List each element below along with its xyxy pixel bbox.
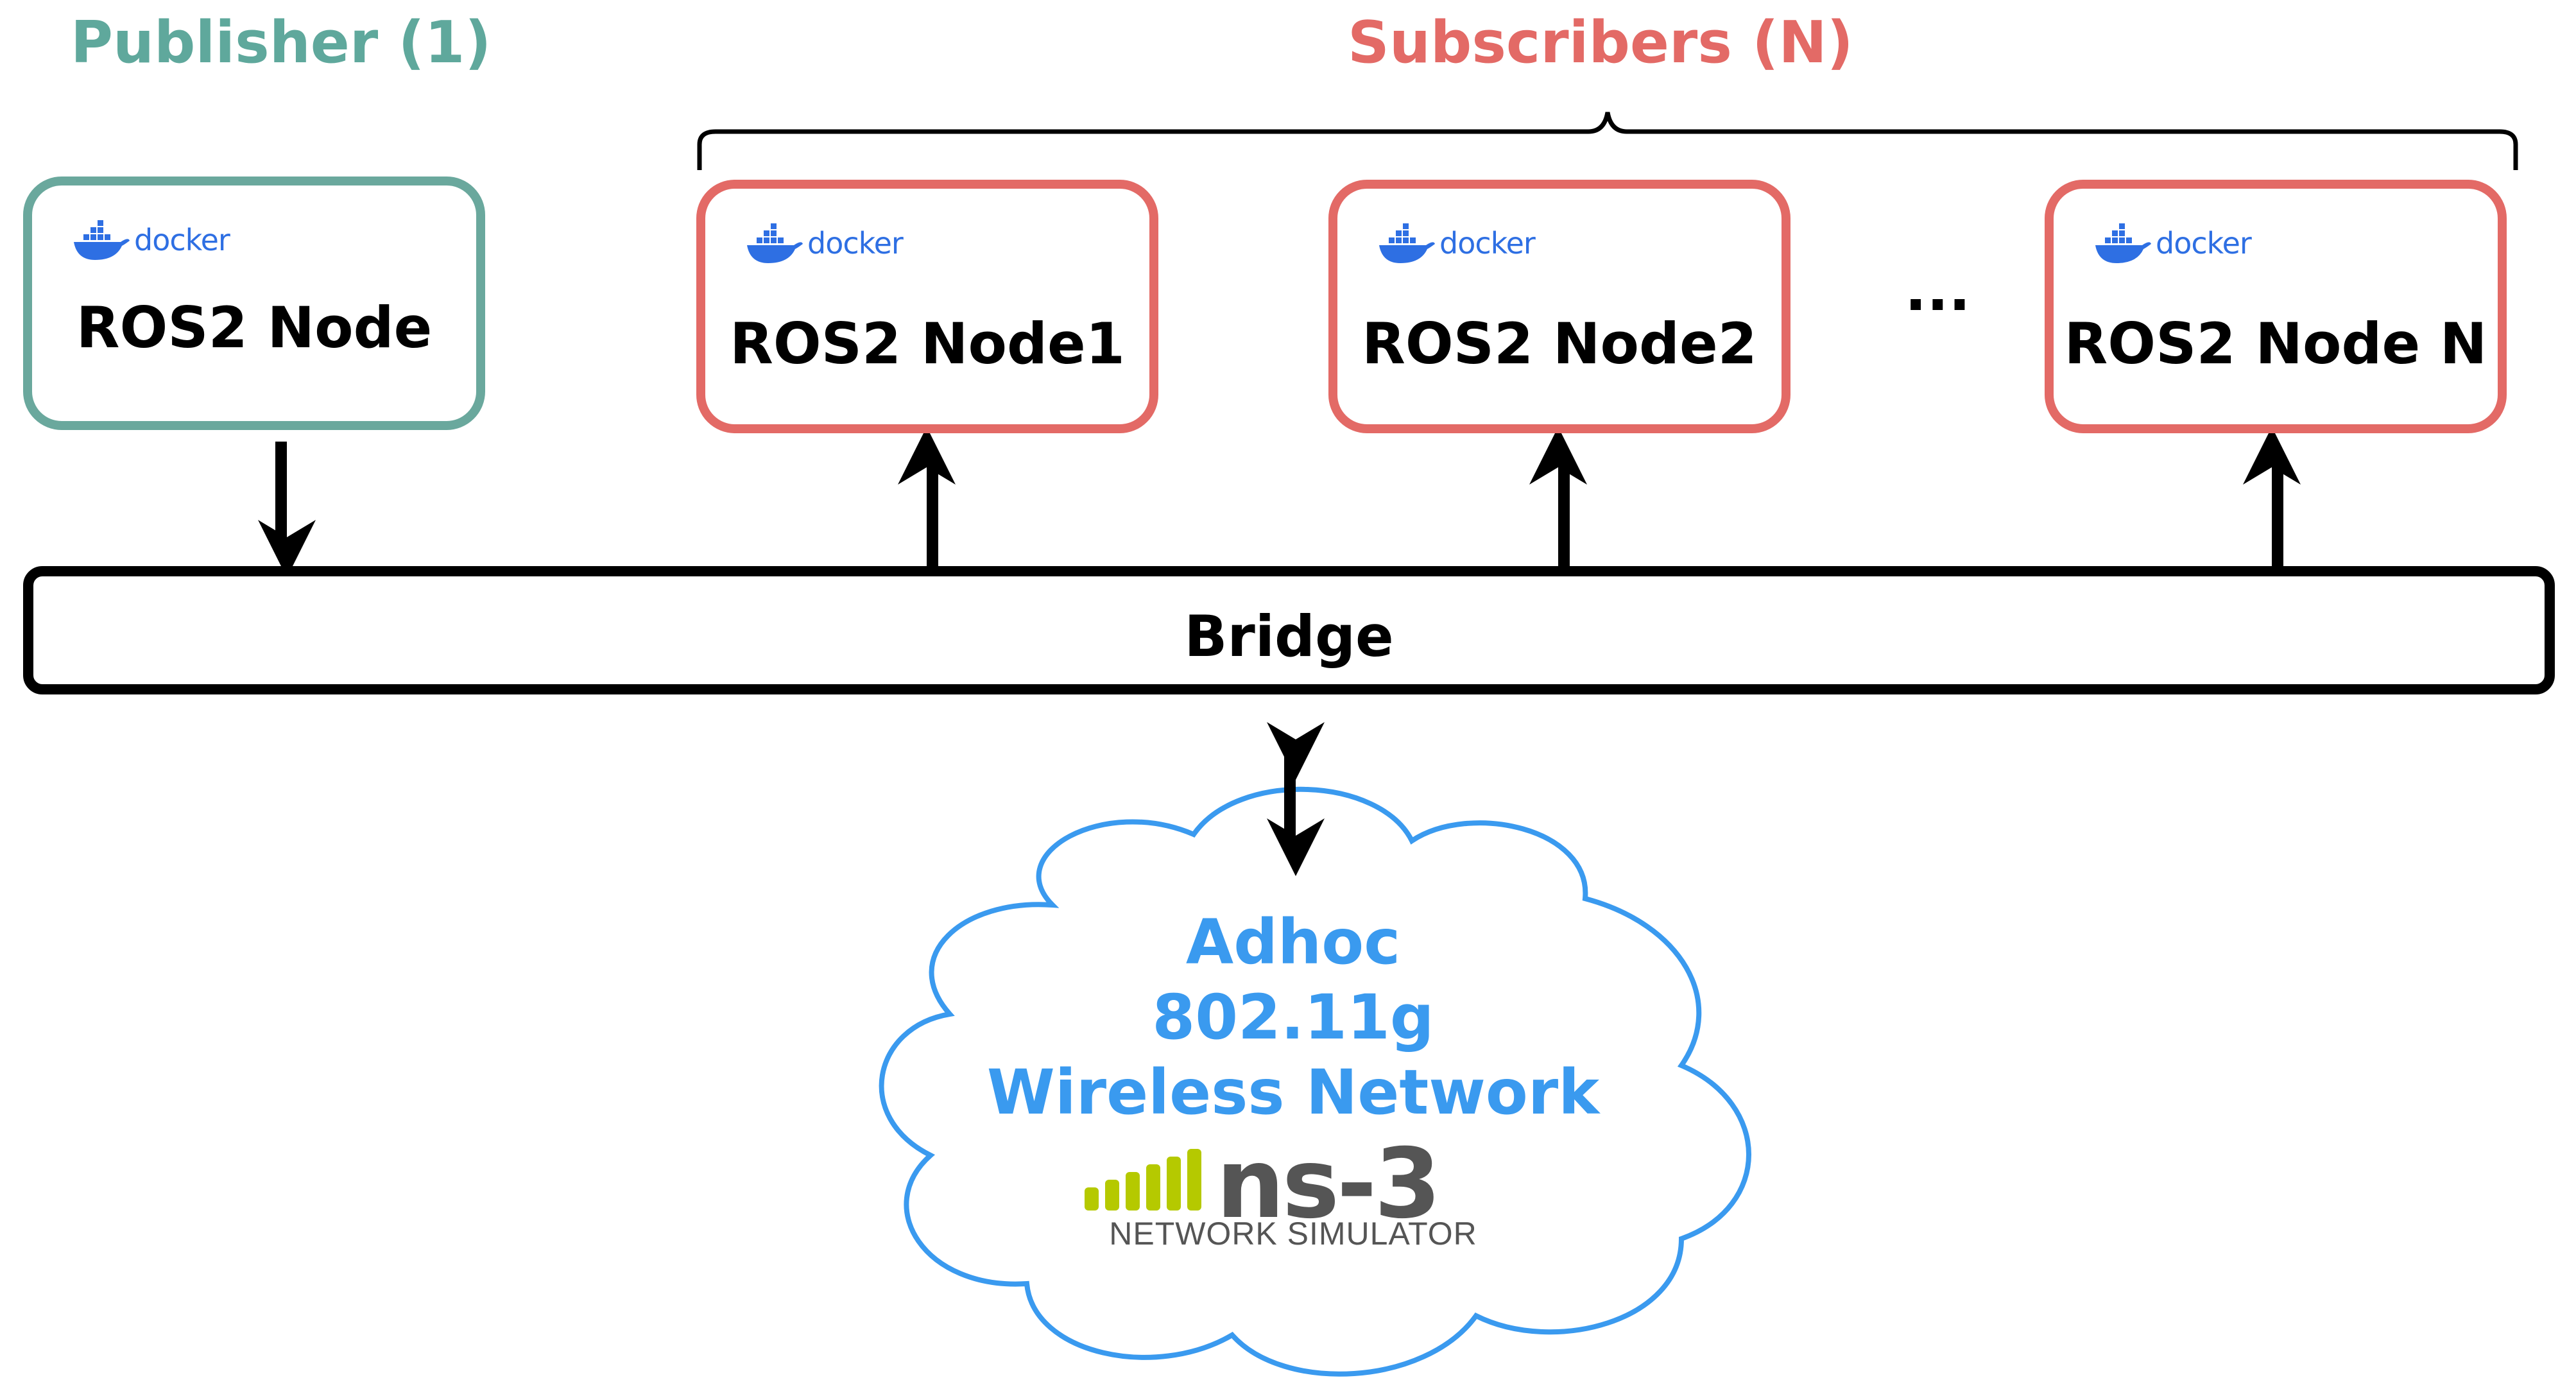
- subscriber-node-2: docker ROS2 Node2: [1328, 180, 1790, 433]
- subscribers-group-label: Subscribers (N): [1348, 9, 1853, 76]
- ns3-logo-caption: NETWORK SIMULATOR: [1109, 1216, 1477, 1252]
- docker-whale-icon: [747, 223, 803, 263]
- docker-logo: docker: [1376, 221, 1536, 266]
- subscribers-brace: [697, 112, 2518, 170]
- docker-whale-icon: [1379, 223, 1435, 263]
- bridge-box: Bridge: [23, 566, 2555, 694]
- ns3-signal-bars-icon: [1085, 1149, 1201, 1211]
- publisher-node: docker ROS2 Node: [23, 177, 485, 430]
- subscriber-node-label: ROS2 Node1: [730, 311, 1125, 377]
- docker-whale-icon: [74, 220, 130, 260]
- publisher-group-label: Publisher (1): [71, 9, 492, 76]
- network-cloud: [879, 786, 1751, 1377]
- network-line-2: 802.11g: [1152, 981, 1434, 1053]
- network-line-1: Adhoc: [1185, 906, 1401, 978]
- subscriber-node-n: docker ROS2 Node N: [2045, 180, 2507, 433]
- more-nodes-ellipsis: ...: [1905, 257, 1971, 324]
- network-line-3: Wireless Network: [986, 1056, 1600, 1128]
- docker-logo: docker: [744, 221, 904, 266]
- docker-logo: docker: [2092, 221, 2252, 266]
- bridge-label: Bridge: [1184, 603, 1394, 669]
- subscriber-node-1: docker ROS2 Node1: [696, 180, 1158, 433]
- docker-whale-icon: [2095, 223, 2151, 263]
- ns3-logo-word: ns-3: [1216, 1128, 1441, 1240]
- subscriber-node-label: ROS2 Node N: [2064, 311, 2487, 377]
- publisher-node-label: ROS2 Node: [76, 295, 433, 361]
- subscriber-node-label: ROS2 Node2: [1362, 311, 1757, 377]
- docker-logo: docker: [71, 218, 230, 263]
